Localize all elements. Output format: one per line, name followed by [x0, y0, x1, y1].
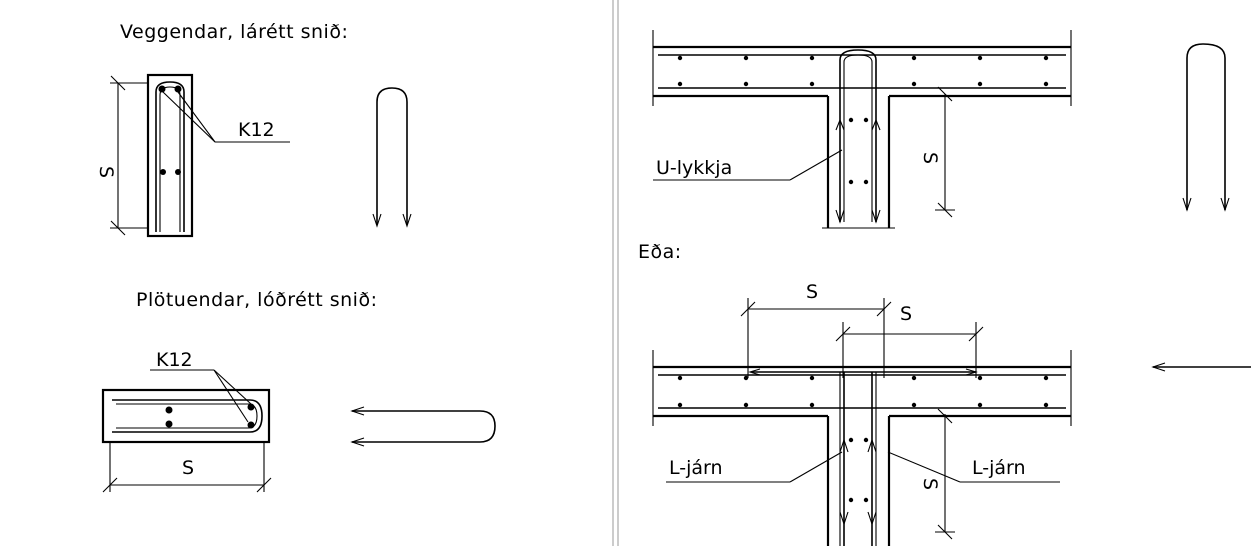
label-u-loop: U-lykkja	[656, 157, 732, 179]
wall-end-section	[110, 73, 290, 238]
dim-s-tee-top: S	[919, 152, 941, 164]
l-bar-shape-right	[1151, 362, 1251, 372]
dim-s-tee-bottom-3: S	[919, 478, 941, 490]
u-loop-shape-right	[1182, 43, 1230, 212]
heading-or: Eða:	[638, 241, 682, 263]
label-k12-wall: K12	[238, 119, 275, 141]
dim-s-slab: S	[182, 457, 194, 479]
label-k12-slab: K12	[156, 349, 193, 371]
label-l-bar-right: L-járn	[972, 457, 1026, 479]
u-bar-shape-slab	[350, 406, 496, 447]
slab-end-section	[101, 369, 272, 493]
heading-wall-end: Veggendar, lárétt snið:	[120, 21, 348, 43]
dim-s-wall: S	[95, 166, 117, 178]
label-l-bar-left: L-járn	[669, 457, 723, 479]
tee-junction-l-bars	[652, 298, 1072, 546]
panel-divider	[612, 0, 619, 546]
heading-slab-end: Plötuendar, lóðrétt snið:	[136, 289, 377, 311]
dim-s-tee-bottom-2: S	[900, 303, 912, 325]
dim-s-tee-bottom-1: S	[806, 281, 818, 303]
tee-junction-u-loop	[652, 30, 1072, 229]
u-bar-shape-wall	[372, 87, 412, 228]
